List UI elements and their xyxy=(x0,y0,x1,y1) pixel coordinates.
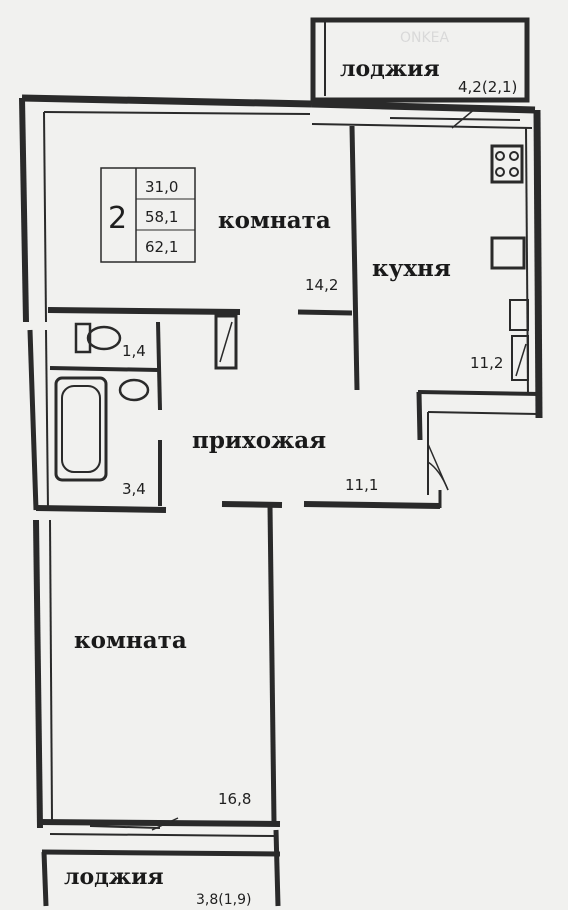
wall-left-upper-inner xyxy=(43,111,47,323)
wall-room-bottom-right xyxy=(267,505,277,823)
loggia-top xyxy=(310,17,530,103)
wall-left-upper xyxy=(19,97,29,323)
wall-top-left-inner xyxy=(43,111,311,115)
wall-left-lower xyxy=(33,519,43,829)
wall-hall-right-upper xyxy=(416,391,423,441)
loggia-top-label: лоджия xyxy=(340,56,440,82)
kitchen-sink-icon xyxy=(490,236,526,270)
living-area-value: 31,0 xyxy=(145,178,178,196)
loggia-top-walls xyxy=(310,17,530,103)
bathtub-inner-icon xyxy=(61,385,101,473)
bathroom-area: 3,4 xyxy=(122,480,146,498)
loggia-bottom-top-wall xyxy=(41,849,281,857)
wall-bottom-room xyxy=(37,819,281,827)
burner-icon-2 xyxy=(509,151,519,161)
wall-top-kitchen xyxy=(311,100,536,114)
shaft-hatch xyxy=(219,321,233,363)
kitchen-shaft-hatch xyxy=(515,343,527,377)
loggia-door-top xyxy=(451,107,477,129)
wall-left-lower-inner xyxy=(49,519,53,821)
loggia-bottom xyxy=(41,829,281,907)
wall-right-kitchen xyxy=(533,109,543,419)
room-bottom-label: комната xyxy=(74,627,187,654)
summary-table: 2 31,0 58,1 62,1 xyxy=(100,167,196,263)
wall-left-bath-inner xyxy=(45,329,49,511)
wall-bottom-kitchen-inner xyxy=(427,411,539,415)
room-top-area: 14,2 xyxy=(305,276,338,294)
stove-icon xyxy=(490,144,524,184)
summary-box xyxy=(100,167,196,263)
kitchen-label: кухня xyxy=(372,255,451,282)
washbasin-icon xyxy=(118,378,150,402)
bathroom-fixtures xyxy=(54,322,150,482)
window-bottom-room xyxy=(49,833,276,837)
loggia-bottom-left-wall xyxy=(41,851,49,907)
burner-icon-3 xyxy=(495,167,505,177)
watermark: ONKEA xyxy=(400,30,450,46)
loggia-bottom-area: 3,8(1,9) xyxy=(196,892,251,908)
burner-icon-1 xyxy=(495,151,505,161)
total-area-value: 58,1 xyxy=(145,208,178,226)
kitchen-shaft-icon xyxy=(511,335,529,381)
fridge-icon xyxy=(509,299,529,331)
kitchen-area: 11,2 xyxy=(470,354,503,372)
kitchen-fixtures xyxy=(490,144,529,381)
window-bottom-room-2 xyxy=(89,825,161,829)
wall-top-kitchen-inner xyxy=(311,123,533,129)
window-top-room xyxy=(99,99,281,105)
loggia-bottom-right-wall xyxy=(273,829,281,907)
total-with-loggias-value: 62,1 xyxy=(145,238,178,256)
hallway-label: прихожая xyxy=(192,427,326,454)
bathtub-icon xyxy=(54,376,108,482)
rooms-count: 2 xyxy=(108,201,127,236)
wall-hall-bottom-left xyxy=(221,501,283,508)
ventilation-shaft xyxy=(214,314,238,370)
doors xyxy=(151,107,477,831)
wall-hall-bottom-right xyxy=(303,501,441,509)
loggia-bottom-label: лоджия xyxy=(64,864,164,890)
wall-room-kitchen xyxy=(349,125,360,391)
room-top-label: комната xyxy=(218,207,331,234)
hallway-area: 11,1 xyxy=(345,476,378,494)
toilet-tank-icon xyxy=(74,322,92,354)
wall-bottom-kitchen xyxy=(417,390,541,396)
window-kitchen xyxy=(389,117,521,121)
wall-room-hall-right xyxy=(297,309,353,316)
wall-bath-bottom xyxy=(35,505,167,513)
wall-room-hall xyxy=(47,307,241,315)
toilet-bowl-icon xyxy=(86,325,122,351)
interior-walls xyxy=(35,125,360,823)
loggia-door-bottom xyxy=(151,817,179,831)
burner-icon-4 xyxy=(509,167,519,177)
wall-bath-hall xyxy=(156,321,162,411)
toilet-area: 1,4 xyxy=(122,342,146,360)
loggia-top-area: 4,2(2,1) xyxy=(458,78,517,96)
room-bottom-area: 16,8 xyxy=(218,790,251,808)
entrance-door-swing xyxy=(427,461,449,491)
wall-left-bath xyxy=(27,329,39,511)
wall-toilet-bath xyxy=(49,366,159,372)
